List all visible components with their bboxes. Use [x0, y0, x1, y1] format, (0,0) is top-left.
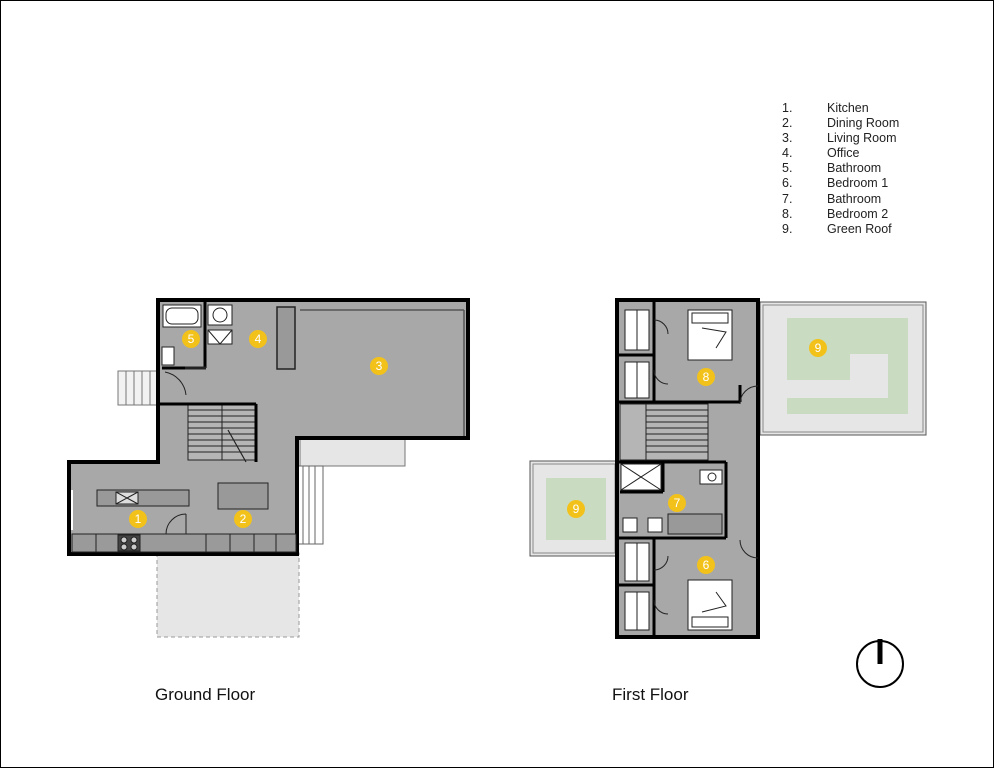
legend-item: 2. Dining Room: [782, 116, 899, 131]
legend-item: 4. Office: [782, 146, 899, 161]
legend-item: 5. Bathroom: [782, 161, 899, 176]
svg-text:7: 7: [674, 496, 681, 510]
marker-bedroom2: 8: [697, 368, 715, 386]
legend-label: Bedroom 1: [827, 176, 889, 191]
ground-bath-fixtures: [161, 304, 233, 396]
green-roof-right-planting: [787, 318, 908, 414]
legend-number: 8.: [782, 206, 793, 221]
svg-text:5: 5: [188, 332, 195, 346]
ground-rear-terrace: [156, 552, 300, 638]
legend-number: 7.: [782, 191, 793, 206]
green-roof-right-inner: [762, 304, 924, 433]
legend-number: 2.: [782, 116, 793, 131]
ground-fireplace: [276, 306, 296, 370]
ground-floor-plan: [67, 298, 470, 638]
legend-item: 6. Bedroom 1: [782, 176, 899, 191]
ground-entry-steps: [117, 370, 159, 406]
legend-label: Kitchen: [827, 101, 869, 115]
first-floor-plan: [529, 298, 927, 639]
legend-label: Bathroom: [827, 191, 882, 206]
svg-text:9: 9: [815, 341, 822, 355]
marker-bath-first: 7: [668, 494, 686, 512]
legend-number: 9.: [782, 221, 793, 236]
ground-kitchen-fixtures: [71, 482, 297, 553]
first-bed-upper: [687, 309, 733, 361]
legend-label: Dining Room: [827, 116, 900, 131]
legend-item: 9. Green Roof: [782, 222, 899, 237]
first-stair: [619, 403, 709, 461]
svg-text:9: 9: [573, 502, 580, 516]
svg-text:8: 8: [703, 370, 710, 384]
legend-label: Bedroom 2: [827, 206, 889, 221]
ground-interior-walls: [156, 302, 465, 462]
legend-label: Living Room: [827, 131, 897, 146]
first-closets: [624, 309, 650, 631]
room-markers: 1 2 3 4 5 6 7 8: [129, 330, 827, 574]
marker-dining: 2: [234, 510, 252, 528]
first-interior-walls: [619, 302, 742, 635]
ground-floor-outline: [67, 298, 470, 556]
legend-number: 6.: [782, 176, 793, 191]
legend-number: 3.: [782, 131, 793, 146]
ground-stair: [187, 403, 257, 463]
first-bath-fixtures: [620, 463, 723, 535]
legend-number: 1.: [782, 101, 793, 115]
ground-side-steps: [296, 465, 324, 545]
marker-bedroom1: 6: [697, 556, 715, 574]
marker-green-roof-right: 9: [809, 339, 827, 357]
north-arrow-icon: [856, 639, 904, 688]
first-door-swings: [653, 319, 759, 615]
legend-item: 3. Living Room: [782, 131, 899, 146]
legend-item: 7. Bathroom: [782, 192, 899, 207]
ground-side-deck: [299, 435, 406, 467]
svg-text:2: 2: [240, 512, 247, 526]
first-bed-lower: [687, 579, 733, 631]
svg-text:3: 3: [376, 359, 383, 373]
marker-living: 3: [370, 357, 388, 375]
marker-bath-ground: 5: [182, 330, 200, 348]
legend-number: 4.: [782, 146, 793, 161]
first-floor-title: First Floor: [612, 685, 689, 704]
legend-label: Office: [827, 146, 860, 161]
svg-text:6: 6: [703, 558, 710, 572]
legend-label: Green Roof: [827, 221, 892, 236]
marker-office: 4: [249, 330, 267, 348]
legend-item: 8. Bedroom 2: [782, 207, 899, 222]
legend-label: Bathroom: [827, 161, 882, 176]
ground-floor-title: Ground Floor: [155, 685, 256, 704]
svg-text:1: 1: [135, 512, 142, 526]
room-legend: 1. Kitchen 2. Dining Room 3. Living Room 4.…: [782, 101, 899, 237]
legend-number: 5.: [782, 161, 793, 176]
legend-item: 1. Kitchen: [782, 101, 899, 116]
marker-kitchen: 1: [129, 510, 147, 528]
marker-green-roof-left: 9: [567, 500, 585, 518]
svg-text:4: 4: [255, 332, 262, 346]
